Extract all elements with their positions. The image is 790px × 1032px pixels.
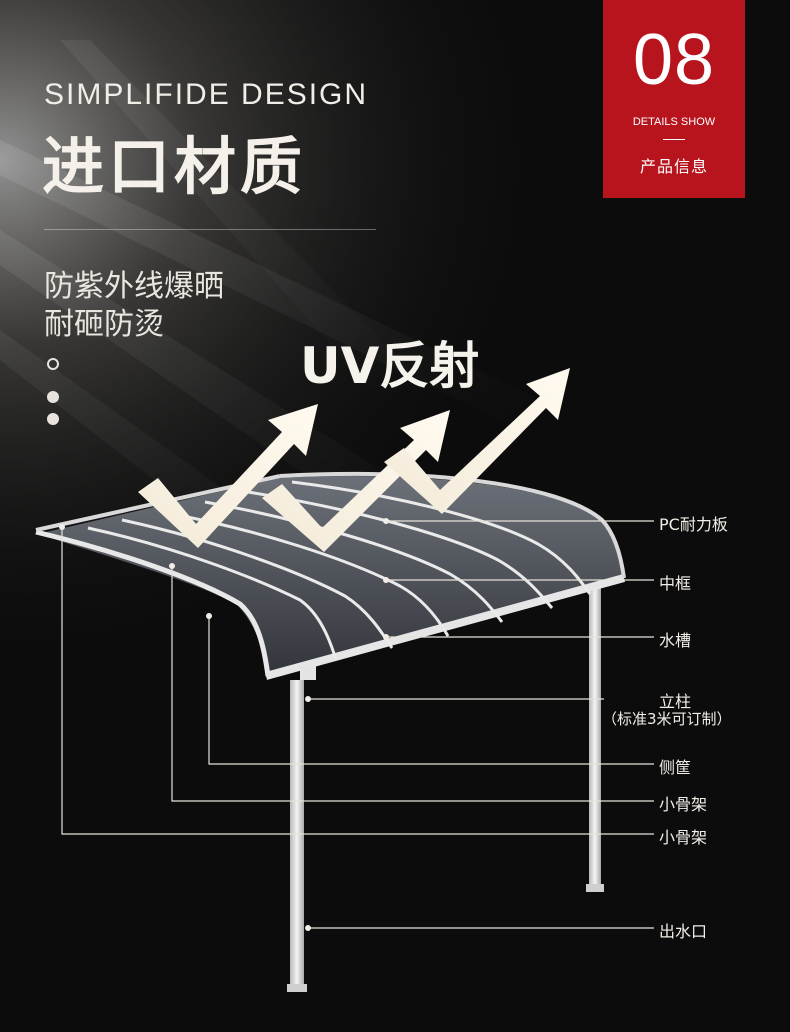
feature-text: 防紫外线爆晒 耐砸防烫 (44, 268, 224, 344)
label-small-frame-1: 小骨架 (659, 795, 708, 814)
back-post (589, 578, 601, 890)
solid-dot-icon (47, 413, 59, 425)
callout-dot-icon (305, 696, 311, 702)
callout-dot-icon (383, 518, 389, 524)
label-post-note: （标准3米可订制） (602, 710, 732, 728)
rib (204, 500, 504, 623)
title-divider (44, 229, 376, 230)
label-water-outlet: 出水口 (659, 922, 708, 941)
label-small-frame-2: 小骨架 (659, 828, 708, 847)
badge-subtitle-cn: 产品信息 (639, 157, 708, 176)
callout-lines (61, 520, 654, 929)
rib (161, 510, 450, 637)
section-title-en: SIMPLIFIDE DESIGN (44, 78, 369, 111)
rib (247, 490, 554, 609)
uv-reflection-title: UV反射 (300, 337, 480, 395)
label-middle-frame: 中框 (659, 574, 692, 593)
solid-dot-icon (47, 391, 59, 403)
rib (87, 526, 338, 661)
callout-dot-icon (59, 524, 65, 530)
badge-divider (663, 139, 685, 140)
gutter-shape (264, 574, 626, 680)
side-frame (35, 529, 271, 677)
section-title-cn: 进口材质 (42, 130, 307, 203)
callout-dot-icon (169, 563, 175, 569)
uv-arrow-icon (384, 368, 570, 514)
details-badge: 08 DETAILS SHOW 产品信息 (603, 0, 745, 198)
callout-dot-icon (383, 634, 389, 640)
back-post-foot (586, 884, 604, 892)
badge-subtitle-en: DETAILS SHOW (632, 116, 716, 128)
front-post-foot (287, 984, 307, 992)
uv-arrow-icon (262, 410, 450, 552)
callout-dot-icon (206, 613, 212, 619)
callout-dots (59, 518, 389, 931)
hollow-dot-icon (47, 358, 59, 370)
badge-number: 08 (632, 20, 716, 100)
callout-dot-icon (383, 577, 389, 583)
uv-arrow-icon (138, 404, 318, 548)
feature-line-1: 防紫外线爆晒 (44, 269, 224, 304)
label-post: 立柱 (659, 692, 692, 711)
feature-line-2: 耐砸防烫 (44, 307, 164, 342)
label-pc-panel: PC耐力板 (659, 515, 728, 534)
uv-arrows (138, 368, 570, 552)
label-side-bracket: 侧筐 (659, 758, 692, 777)
post-bracket (300, 666, 316, 680)
label-gutter: 水槽 (659, 631, 692, 650)
callout-dot-icon (305, 925, 311, 931)
